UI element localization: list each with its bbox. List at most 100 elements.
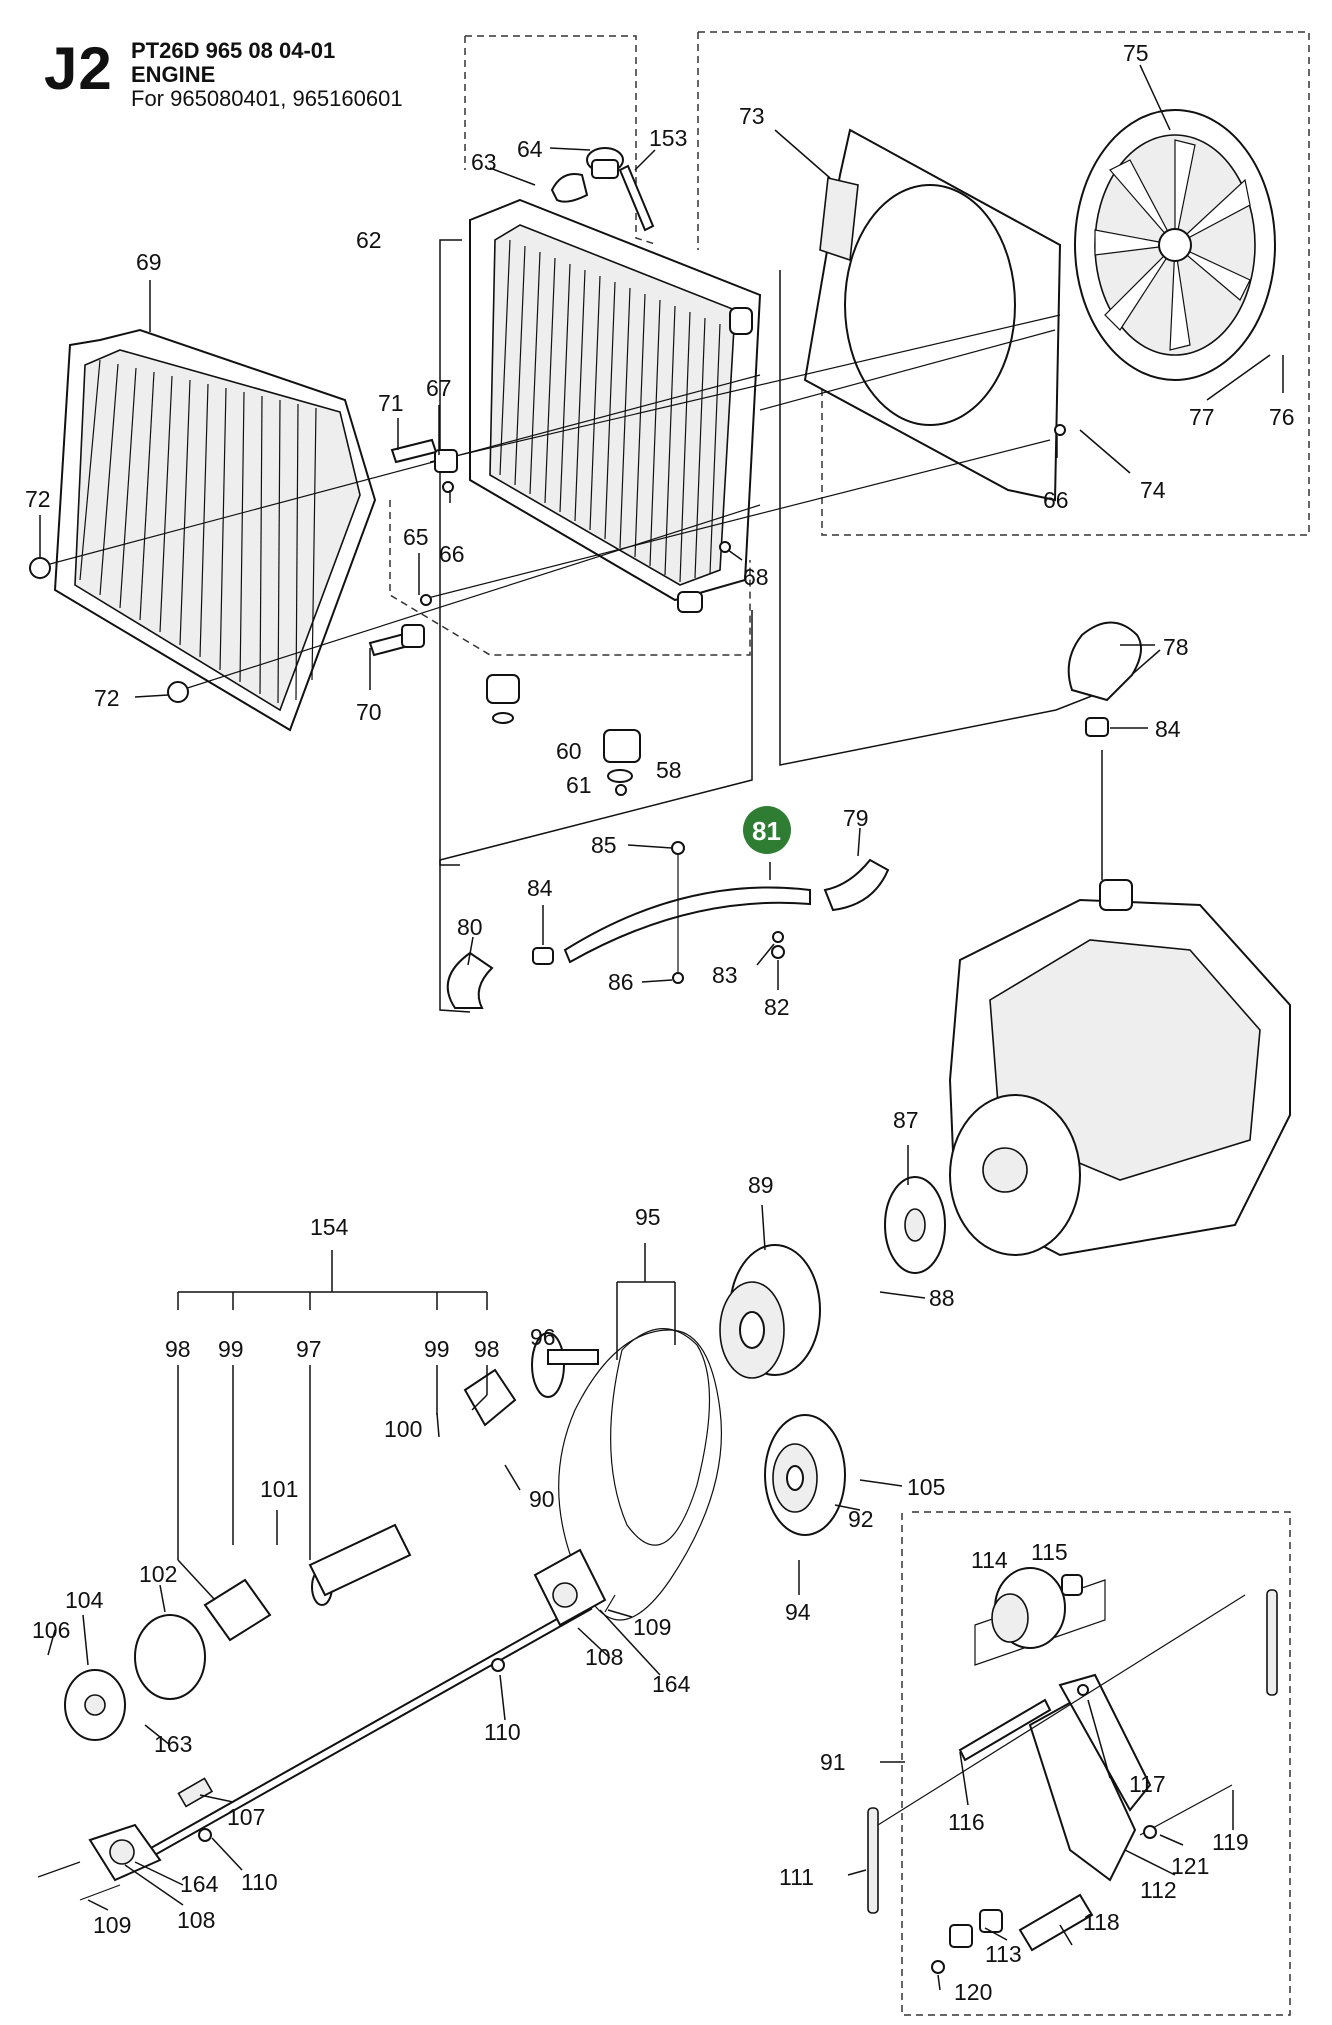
callout-106[interactable]: 106 bbox=[32, 1617, 70, 1643]
callout-66-left[interactable]: 66 bbox=[439, 541, 465, 567]
callout-109-upper[interactable]: 109 bbox=[633, 1614, 671, 1640]
sleeve-118 bbox=[1018, 1893, 1094, 1952]
callout-92[interactable]: 92 bbox=[848, 1506, 874, 1532]
callout-82[interactable]: 82 bbox=[764, 994, 790, 1020]
callout-73[interactable]: 73 bbox=[739, 103, 765, 129]
callout-110-upper[interactable]: 110 bbox=[484, 1719, 521, 1745]
callout-80[interactable]: 80 bbox=[457, 914, 483, 940]
drive-components bbox=[64, 1176, 946, 1741]
bushing-113b bbox=[949, 1924, 973, 1948]
callout-81[interactable]: 81 bbox=[752, 816, 781, 846]
callout-65[interactable]: 65 bbox=[403, 524, 429, 550]
callout-85[interactable]: 85 bbox=[591, 832, 617, 858]
callout-75[interactable]: 75 bbox=[1123, 40, 1149, 66]
callout-72-lower[interactable]: 72 bbox=[94, 685, 120, 711]
callout-58[interactable]: 58 bbox=[656, 757, 682, 783]
callout-119[interactable]: 119 bbox=[1212, 1829, 1249, 1855]
washer-83 bbox=[772, 931, 784, 943]
hose-clamp-84 bbox=[1085, 717, 1109, 737]
callout-84-upper[interactable]: 84 bbox=[1155, 716, 1181, 742]
callout-67[interactable]: 67 bbox=[426, 375, 452, 401]
callout-90[interactable]: 90 bbox=[529, 1486, 555, 1512]
highlight-marker-81[interactable] bbox=[743, 806, 791, 854]
callout-108-lower[interactable]: 108 bbox=[177, 1907, 215, 1933]
callout-69[interactable]: 69 bbox=[136, 249, 162, 275]
callout-88[interactable]: 88 bbox=[929, 1285, 955, 1311]
callout-99-left[interactable]: 99 bbox=[218, 1336, 244, 1362]
callout-96[interactable]: 96 bbox=[530, 1324, 556, 1350]
callout-77[interactable]: 77 bbox=[1189, 404, 1215, 430]
callout-114[interactable]: 114 bbox=[971, 1547, 1008, 1573]
bolt-85 bbox=[671, 841, 685, 855]
leader-line-hose bbox=[439, 610, 753, 1013]
callout-164-upper[interactable]: 164 bbox=[652, 1671, 691, 1697]
callout-60[interactable]: 60 bbox=[556, 738, 582, 764]
group-boxes bbox=[389, 31, 1310, 2016]
callout-107[interactable]: 107 bbox=[227, 1804, 265, 1830]
callout-66-right[interactable]: 66 bbox=[1043, 487, 1069, 513]
radiator-grille bbox=[53, 328, 377, 732]
callout-105[interactable]: 105 bbox=[907, 1474, 945, 1500]
callout-98-right[interactable]: 98 bbox=[474, 1336, 500, 1362]
callout-153[interactable]: 153 bbox=[649, 125, 687, 151]
callout-79[interactable]: 79 bbox=[843, 805, 869, 831]
spring-111 bbox=[867, 1807, 879, 1914]
callout-121[interactable]: 121 bbox=[1171, 1853, 1209, 1879]
callout-163[interactable]: 163 bbox=[154, 1731, 192, 1757]
callout-89[interactable]: 89 bbox=[748, 1172, 774, 1198]
callout-84-lower[interactable]: 84 bbox=[527, 875, 553, 901]
callout-108-upper[interactable]: 108 bbox=[585, 1644, 623, 1670]
lower-outlet bbox=[677, 591, 703, 613]
callout-104[interactable]: 104 bbox=[65, 1587, 104, 1613]
callout-62[interactable]: 62 bbox=[356, 227, 382, 253]
callout-154[interactable]: 154 bbox=[310, 1214, 349, 1240]
callout-70[interactable]: 70 bbox=[356, 699, 382, 725]
rubber-mount-67 bbox=[434, 449, 458, 473]
callout-71[interactable]: 71 bbox=[378, 390, 404, 416]
callout-87[interactable]: 87 bbox=[893, 1107, 919, 1133]
callout-83[interactable]: 83 bbox=[712, 962, 738, 988]
callout-74[interactable]: 74 bbox=[1140, 477, 1166, 503]
callout-164-lower[interactable]: 164 bbox=[180, 1871, 219, 1897]
callout-78[interactable]: 78 bbox=[1163, 634, 1189, 660]
radiator-core bbox=[469, 173, 762, 613]
fan-shroud bbox=[803, 128, 1062, 502]
callout-94[interactable]: 94 bbox=[785, 1599, 811, 1625]
callout-72-upper[interactable]: 72 bbox=[25, 486, 51, 512]
callout-117[interactable]: 117 bbox=[1129, 1771, 1166, 1797]
callout-111[interactable]: 111 bbox=[779, 1864, 814, 1890]
washer-66 bbox=[442, 481, 454, 493]
coolant-pipe-81 bbox=[563, 886, 811, 964]
callout-97[interactable]: 97 bbox=[296, 1336, 322, 1362]
callout-86[interactable]: 86 bbox=[608, 969, 634, 995]
callout-109-lower[interactable]: 109 bbox=[93, 1912, 131, 1938]
pin-116 bbox=[958, 1698, 1052, 1762]
callout-99-right[interactable]: 99 bbox=[424, 1336, 450, 1362]
callout-116[interactable]: 116 bbox=[948, 1809, 985, 1835]
callout-68[interactable]: 68 bbox=[743, 564, 769, 590]
callout-61[interactable]: 61 bbox=[566, 772, 592, 798]
callout-101[interactable]: 101 bbox=[260, 1476, 298, 1502]
callout-113[interactable]: 113 bbox=[985, 1941, 1022, 1967]
callout-98-left[interactable]: 98 bbox=[165, 1336, 191, 1362]
callout-112[interactable]: 112 bbox=[1140, 1877, 1177, 1903]
callout-120[interactable]: 120 bbox=[954, 1979, 992, 2005]
callout-64[interactable]: 64 bbox=[517, 136, 543, 162]
engine-crank-hub bbox=[982, 1147, 1028, 1193]
bolt-109b bbox=[37, 1861, 81, 1878]
callout-100[interactable]: 100 bbox=[384, 1416, 422, 1442]
callout-115[interactable]: 115 bbox=[1031, 1539, 1068, 1565]
callout-63[interactable]: 63 bbox=[471, 149, 497, 175]
callout-102[interactable]: 102 bbox=[139, 1561, 177, 1587]
coupling-element-98 bbox=[203, 1578, 272, 1642]
callout-76[interactable]: 76 bbox=[1269, 404, 1295, 430]
callout-95[interactable]: 95 bbox=[635, 1204, 661, 1230]
callout-118[interactable]: 118 bbox=[1083, 1909, 1120, 1935]
hose-80 bbox=[446, 951, 494, 1009]
drive-belt-outer bbox=[558, 1329, 723, 1621]
callout-91[interactable]: 91 bbox=[820, 1749, 846, 1775]
rubber-mount bbox=[401, 624, 425, 648]
nut-82 bbox=[771, 945, 785, 959]
section-code: J2 bbox=[44, 35, 113, 102]
callout-110-lower[interactable]: 110 bbox=[241, 1869, 278, 1895]
